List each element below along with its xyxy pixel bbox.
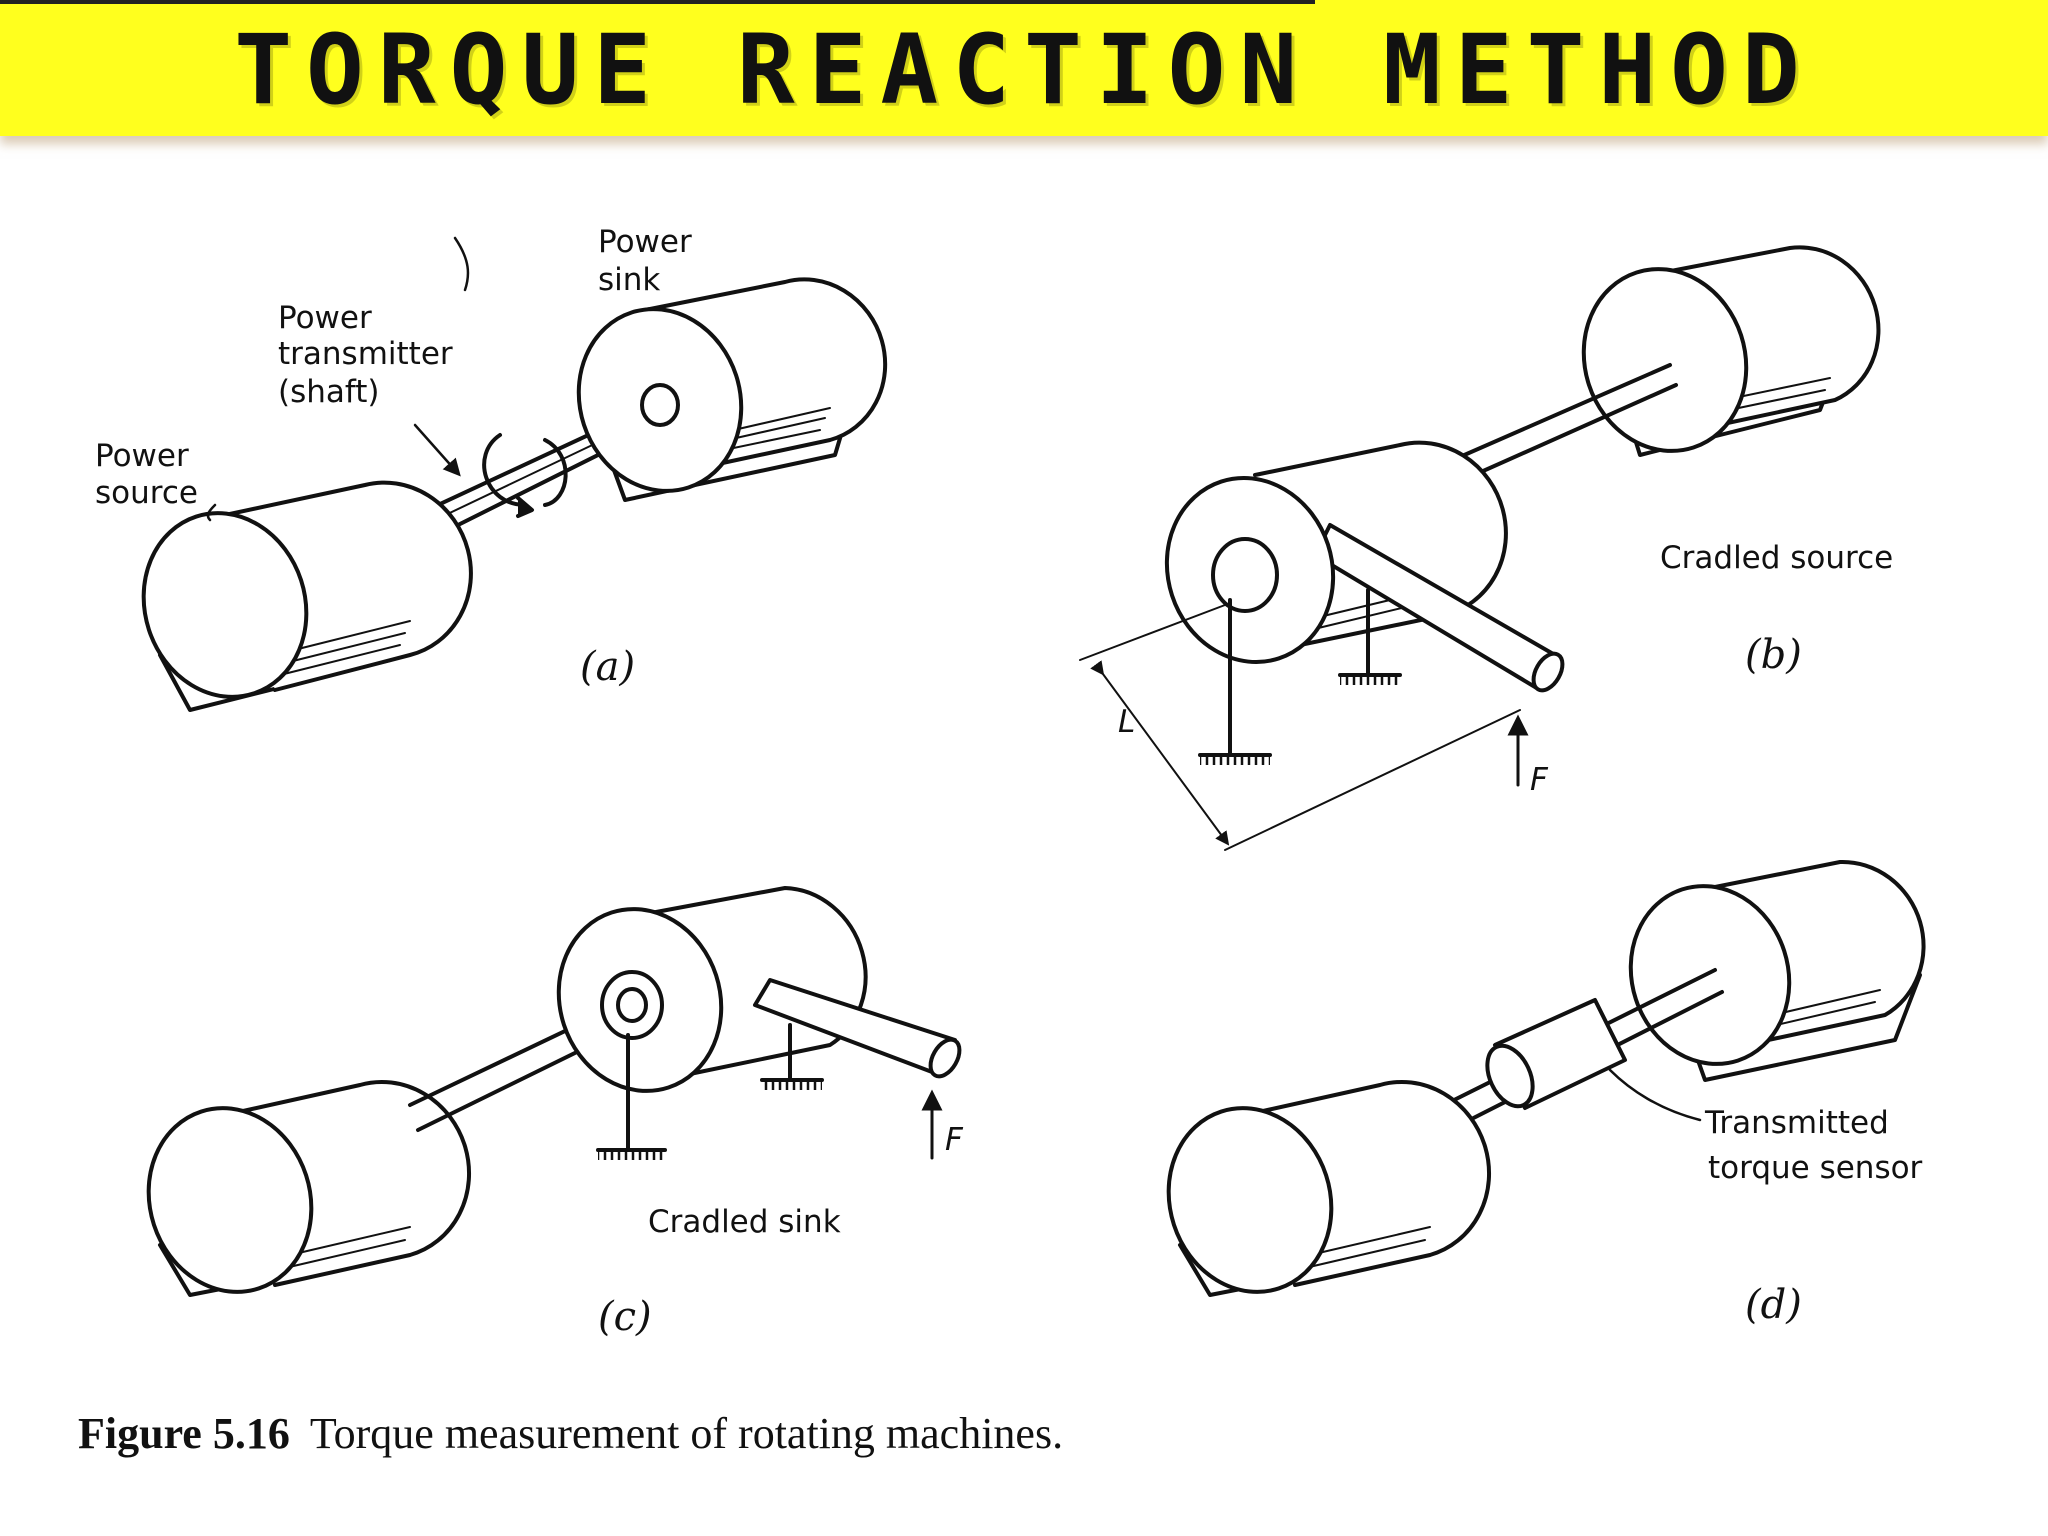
- panel-label-c: (c): [598, 1294, 652, 1340]
- title-top-rule: [0, 0, 1315, 4]
- force-symbol-b: F: [1530, 762, 1549, 798]
- cradled-sink-label: Cradled sink: [648, 1204, 841, 1240]
- title-bar: TORQUE REACTION METHOD: [0, 0, 2048, 136]
- power-transmitter-label-line1: Power: [278, 300, 372, 336]
- force-symbol-c: F: [945, 1122, 964, 1158]
- power-transmitter-label-line2: transmitter: [278, 336, 453, 372]
- panel-label-d: (d): [1745, 1282, 1802, 1328]
- power-source-label-line2: source: [95, 475, 198, 511]
- panel-b-drawing: [1079, 245, 1881, 851]
- page-title: TORQUE REACTION METHOD: [234, 14, 1814, 126]
- torque-sensor-label-line2: torque sensor: [1708, 1150, 1923, 1186]
- cradled-source-label: Cradled source: [1660, 540, 1893, 576]
- panel-label-a: (a): [580, 644, 635, 690]
- power-sink-label-line1: Power: [598, 224, 692, 260]
- figure-caption-text: Torque measurement of rotating machines.: [309, 1409, 1064, 1458]
- length-symbol: L: [1118, 704, 1135, 740]
- figure-caption: Figure 5.16 Torque measurement of rotatin…: [78, 1408, 1063, 1459]
- panel-label-b: (b): [1745, 632, 1802, 678]
- panel-a-drawing: [141, 236, 888, 712]
- power-sink-label-line2: sink: [598, 262, 660, 298]
- panel-c-drawing: [146, 886, 962, 1297]
- power-source-label-line1: Power: [95, 438, 189, 474]
- figure-number: Figure 5.16: [78, 1409, 290, 1458]
- panel-d-drawing: [1166, 859, 1926, 1297]
- power-transmitter-label-line3: (shaft): [278, 374, 380, 410]
- torque-sensor-label-line1: Transmitted: [1704, 1105, 1889, 1141]
